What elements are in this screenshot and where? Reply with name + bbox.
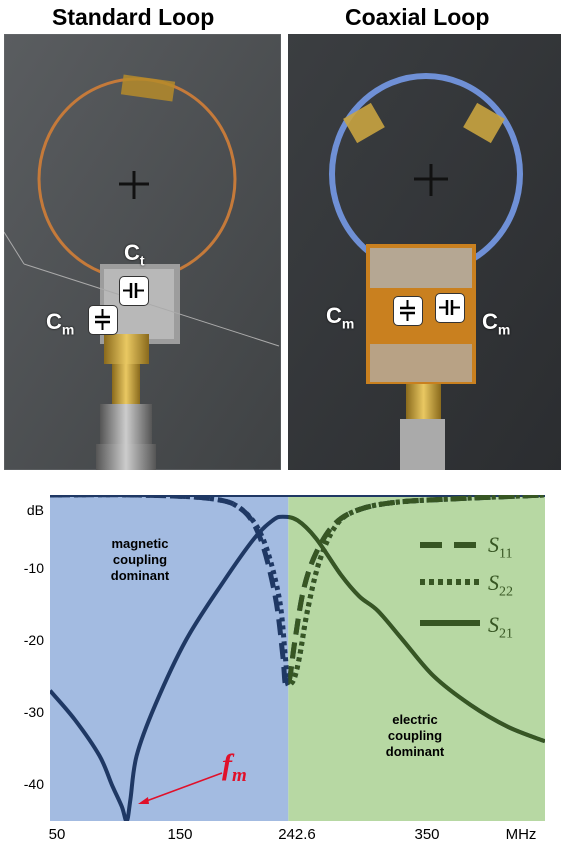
title-coaxial-loop: Coaxial Loop	[345, 4, 490, 30]
capacitor-m-left-icon	[88, 305, 118, 335]
y-axis-label: dB	[26, 502, 44, 518]
x-tick-unit: MHz	[505, 826, 537, 843]
x-tick-350: 350	[414, 826, 440, 843]
s-parameter-chart	[50, 495, 545, 821]
fm-arrow-line	[140, 772, 223, 804]
series-s21-right	[288, 514, 545, 744]
magnetic-region	[50, 495, 289, 821]
capacitor-t-icon	[119, 276, 149, 306]
fm-arrow-head	[138, 797, 149, 804]
cap-m-label-coax-left: Cm	[326, 303, 355, 332]
fm-annotation: fm	[222, 748, 247, 786]
legend-s22: S22	[488, 570, 513, 600]
capacitor-m-coax-horizontal-icon	[435, 293, 465, 323]
y-tick-20: -20	[23, 632, 44, 648]
legend-s21: S21	[488, 612, 513, 642]
y-tick-30: -30	[23, 704, 44, 720]
x-tick-150: 150	[167, 826, 193, 843]
capacitor-m-coax-vertical-icon	[393, 296, 423, 326]
cap-t-label: Ct	[124, 240, 145, 269]
x-tick-50: 50	[48, 826, 66, 843]
right-region-curves	[288, 495, 545, 744]
series-s22-right	[288, 495, 545, 689]
cap-m-label-coax-right: Cm	[482, 309, 511, 338]
title-standard-loop: Standard Loop	[52, 4, 215, 30]
legend-s11: S11	[488, 532, 513, 562]
cap-m-label-standard: Cm	[46, 309, 75, 338]
x-tick-242: 242.6	[278, 826, 316, 843]
coaxial-loop-photo	[288, 34, 561, 470]
y-tick-40: -40	[23, 776, 44, 792]
y-tick-10: -10	[23, 560, 44, 576]
